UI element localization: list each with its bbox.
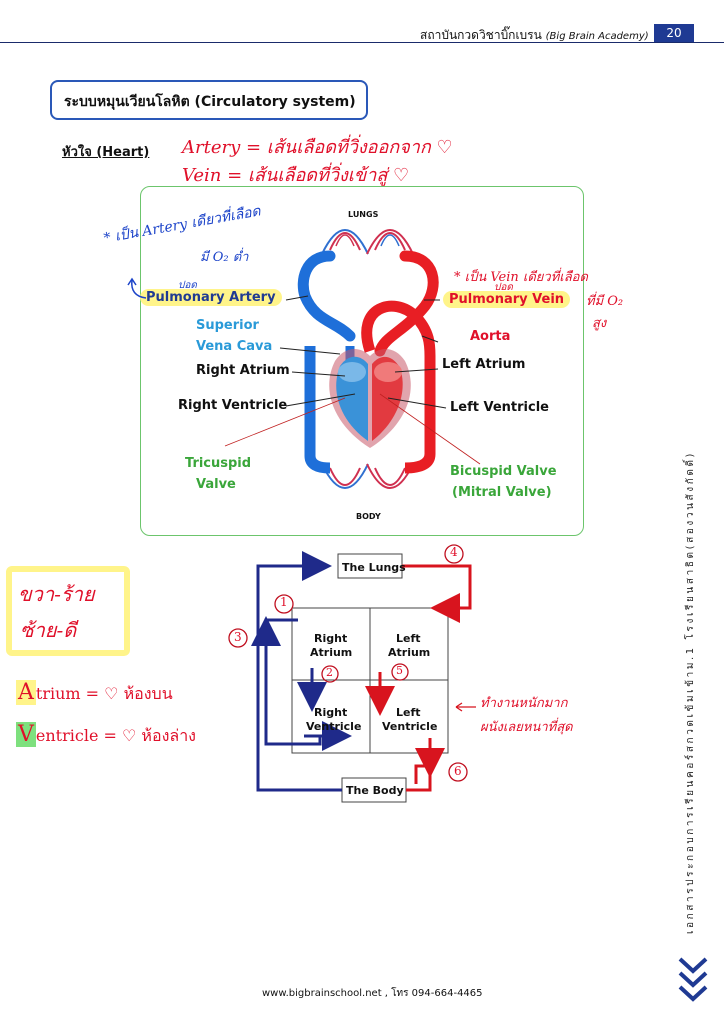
- flow-number-2: 2: [326, 666, 333, 679]
- header-divider: [0, 42, 724, 43]
- flow-number-5: 5: [396, 664, 403, 677]
- right-atrium-label: Right Atrium: [196, 363, 290, 378]
- pod-left: ปอด: [178, 280, 197, 291]
- flow-la-1: Left: [396, 632, 421, 645]
- footer-contact: www.bigbrainschool.net , โทร 094-664-446…: [262, 988, 483, 999]
- left-note-2: มี O₂ ต่ำ: [200, 250, 249, 265]
- flow-ra-1: Right: [314, 632, 348, 645]
- pulmonary-vein-label: Pulmonary Vein: [443, 291, 571, 308]
- artery-note: Artery = เส้นเลือดที่วิ่งออกจาก ♡: [182, 137, 453, 158]
- flow-rv-2: Ventricle: [306, 720, 362, 733]
- right-note-1: * เป็น Vein เดียวที่เลือด: [454, 270, 588, 285]
- vena-cava-label: Vena Cava: [196, 339, 273, 354]
- flow-number-3: 3: [234, 630, 242, 644]
- bicuspid-label-2: (Mitral Valve): [452, 485, 552, 500]
- flow-diagram: [228, 544, 472, 803]
- vein-note: Vein = เส้นเลือดที่วิ่งเข้าสู่ ♡: [182, 165, 410, 186]
- lv-note-1: ทำงานหนักมาก: [480, 696, 568, 711]
- body-capillaries: [321, 463, 414, 489]
- left-atrium-label: Left Atrium: [442, 357, 526, 372]
- pulmonary-artery-label: Pulmonary Artery: [140, 289, 282, 306]
- flow-ra-2: Atrium: [310, 646, 353, 659]
- the-body-box-label: The Body: [346, 784, 404, 797]
- flow-number-1: 1: [280, 595, 288, 609]
- flow-lv-1: Left: [396, 706, 421, 719]
- page-number: 20: [654, 24, 694, 42]
- oxygenated-vessels: [361, 250, 439, 474]
- left-ventricle-label: Left Ventricle: [450, 400, 549, 415]
- heart-diagram-frame: [140, 186, 584, 536]
- lungs-label: LUNGS: [348, 210, 379, 219]
- tricuspid-label-2: Valve: [196, 477, 236, 492]
- header-institute: สถาบันกวดวิชาบิ๊กเบรน (Big Brain Academy…: [420, 28, 649, 42]
- bicuspid-label-1: Bicuspid Valve: [450, 464, 557, 479]
- aorta-label: Aorta: [470, 329, 511, 344]
- lv-note-2: ผนังเลยหนาที่สุด: [480, 720, 573, 735]
- heart-shape: [329, 349, 411, 448]
- heart-diagram: [224, 229, 481, 489]
- curved-arrow-icon: [127, 277, 147, 299]
- right-note-3: สูง: [592, 316, 607, 331]
- body-label: BODY: [356, 512, 381, 521]
- pod-right: ปอด: [494, 282, 513, 293]
- mnemonic-line-1: ขวา-ร้าย: [18, 582, 95, 606]
- right-note-2: ที่มี O₂: [586, 294, 624, 309]
- lung-capillaries: [321, 229, 414, 255]
- mnemonic-line-2: ซ้าย-ดี: [20, 618, 77, 642]
- flow-number-6: 6: [454, 764, 462, 778]
- flow-number-4: 4: [450, 545, 458, 559]
- tricuspid-label-1: Tricuspid: [185, 456, 252, 471]
- flow-lv-2: Ventricle: [382, 720, 438, 733]
- note-arrow-icon: [455, 702, 476, 712]
- side-caption: เอกสารประกอบการเรียนคอร์สกวดเข้มเข้าม.1 …: [685, 450, 696, 934]
- flow-la-2: Atrium: [388, 646, 431, 659]
- chevron-down-icon: [678, 957, 708, 1002]
- superior-label: Superior: [196, 318, 259, 333]
- mnemonic-box: [6, 566, 130, 656]
- flow-rv-1: Right: [314, 706, 348, 719]
- heart-label: หัวใจ (Heart): [62, 145, 150, 160]
- right-ventricle-label: Right Ventricle: [178, 398, 288, 413]
- section-title: ระบบหมุนเวียนโลหิต (Circulatory system): [50, 80, 368, 120]
- pointer-lines: [224, 295, 481, 465]
- the-lungs-box-label: The Lungs: [342, 561, 406, 574]
